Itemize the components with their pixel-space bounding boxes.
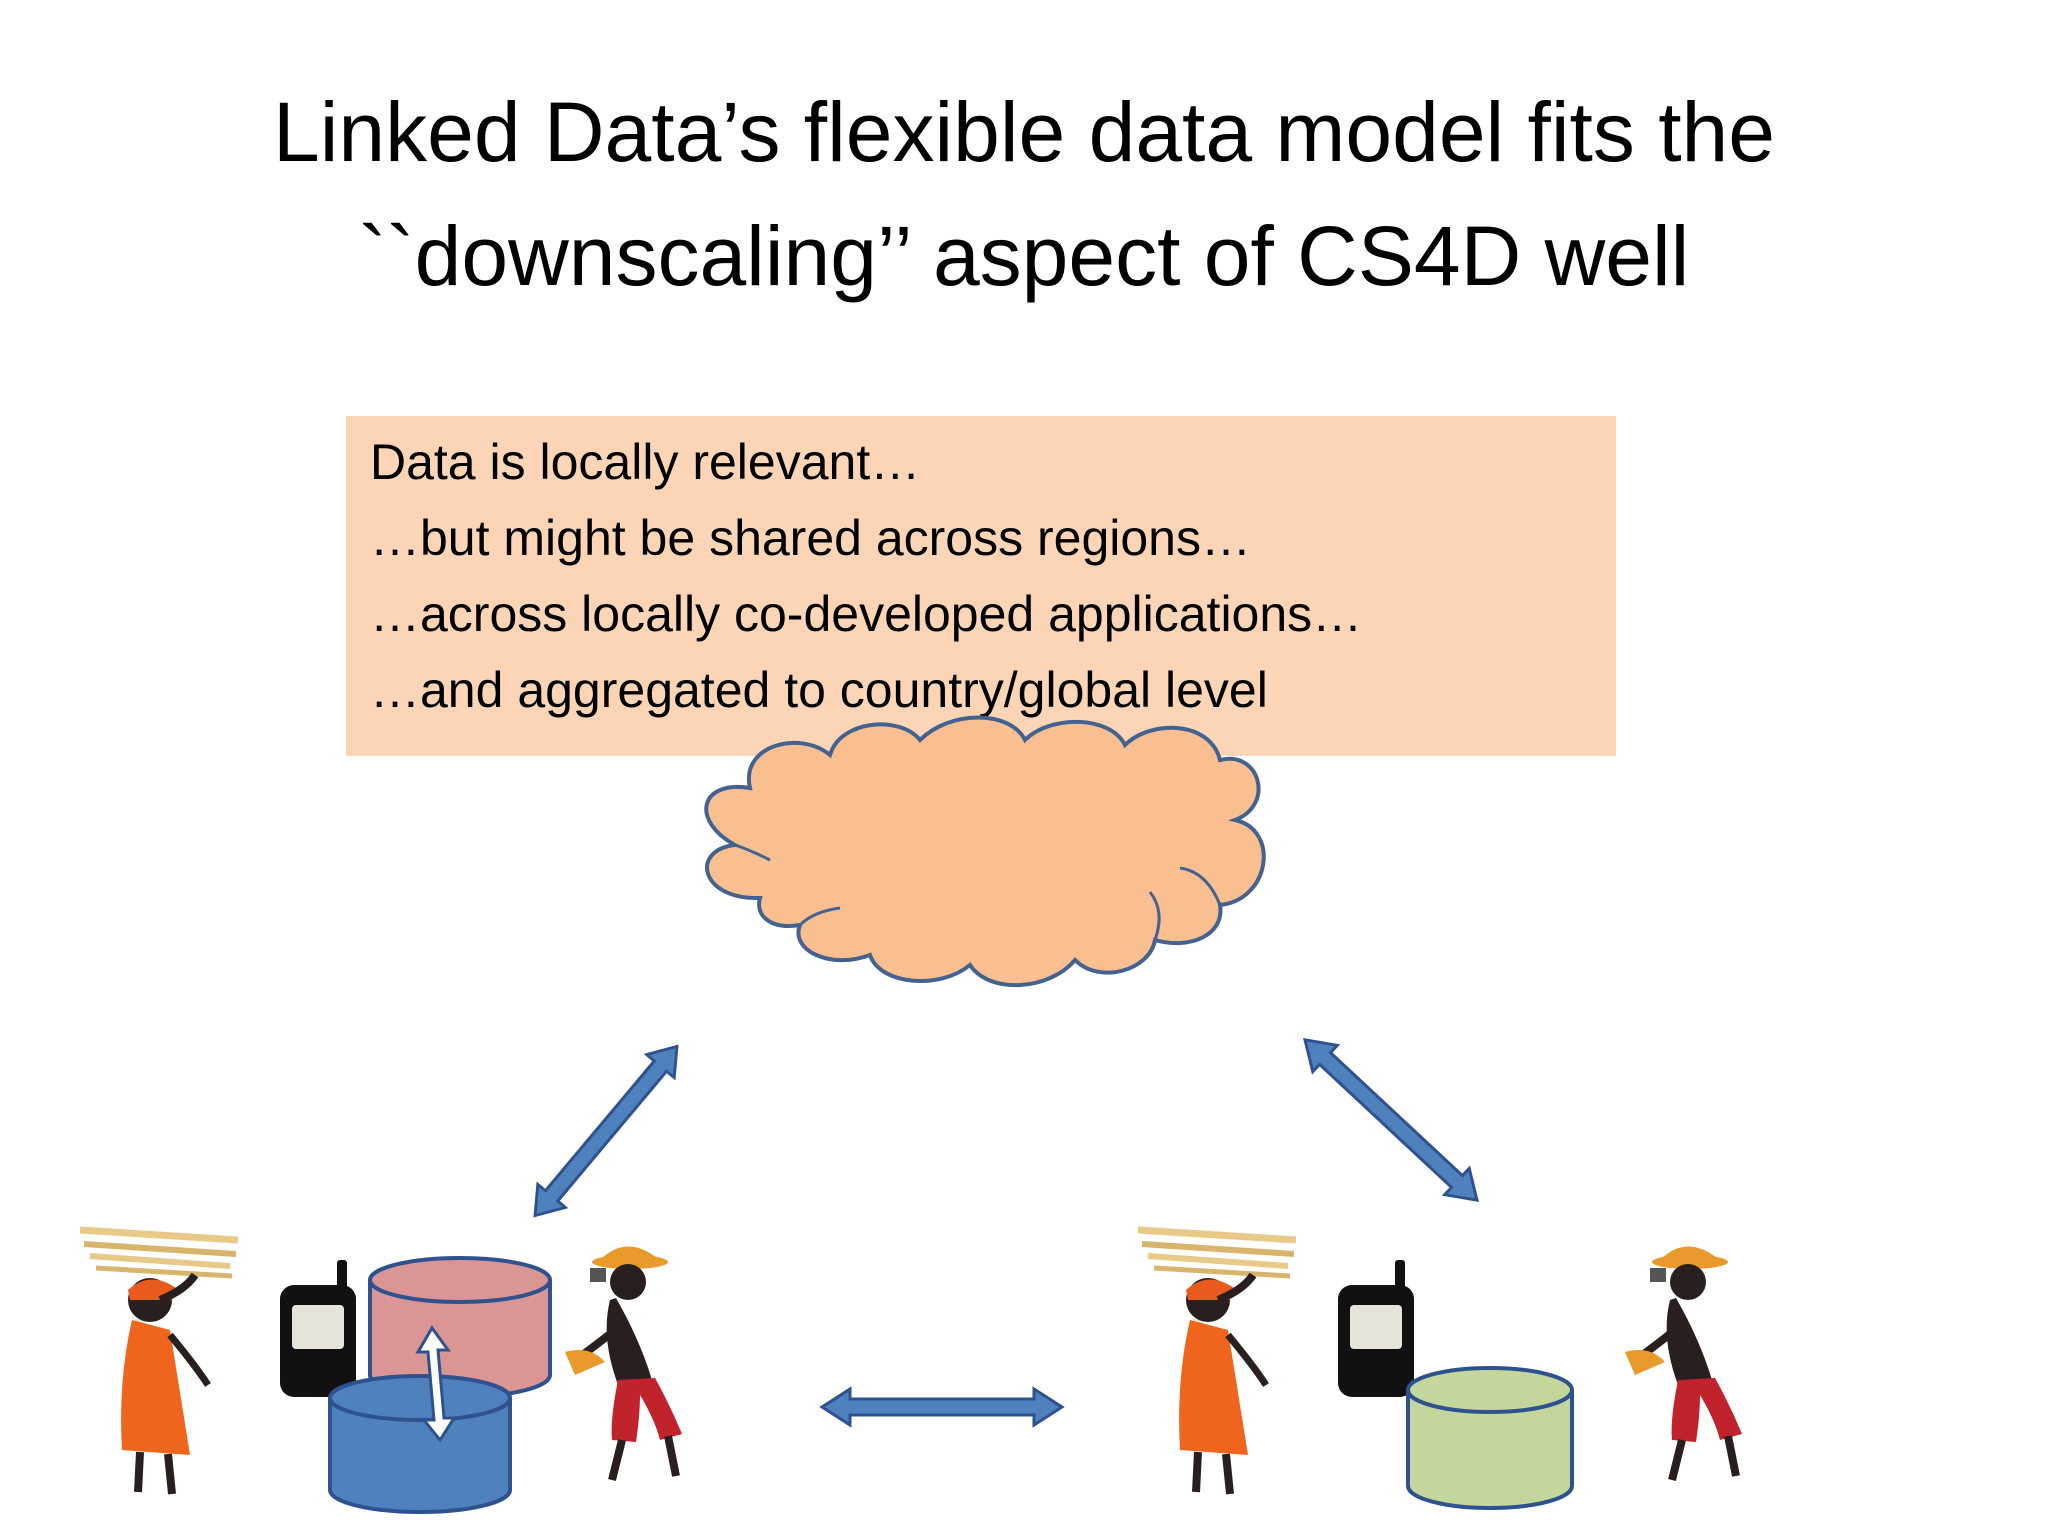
double-headed-arrow-icon bbox=[820, 1387, 1064, 1427]
title-line-2: ``downscaling’’ aspect of CS4D well bbox=[358, 209, 1690, 303]
database-icon bbox=[328, 1374, 512, 1514]
text-line-4: …and aggregated to country/global level bbox=[370, 662, 1268, 718]
mobile-phone-icon bbox=[1338, 1260, 1414, 1397]
text-line-3: …across locally co-developed application… bbox=[370, 586, 1363, 642]
woman-carrying-wood-figure bbox=[1137, 1226, 1297, 1495]
slide-title: Linked Data’s flexible data model fits t… bbox=[100, 70, 1948, 318]
farmer-with-phone-figure bbox=[565, 1246, 682, 1481]
title-line-1: Linked Data’s flexible data model fits t… bbox=[273, 85, 1775, 179]
double-headed-arrow-icon bbox=[519, 1033, 693, 1229]
cloud-icon bbox=[704, 715, 1266, 987]
explanation-textbox: Data is locally relevant… …but might be … bbox=[346, 416, 1616, 756]
database-icon bbox=[1406, 1366, 1574, 1510]
text-line-1: Data is locally relevant… bbox=[370, 434, 921, 490]
double-headed-arrow-icon bbox=[415, 1325, 457, 1443]
mobile-phone-icon bbox=[280, 1260, 356, 1397]
text-line-2: …but might be shared across regions… bbox=[370, 510, 1251, 566]
woman-carrying-wood-figure bbox=[79, 1226, 239, 1495]
double-headed-arrow-icon bbox=[1291, 1025, 1491, 1215]
farmer-with-phone-figure bbox=[1625, 1246, 1742, 1481]
database-icon bbox=[368, 1256, 552, 1399]
